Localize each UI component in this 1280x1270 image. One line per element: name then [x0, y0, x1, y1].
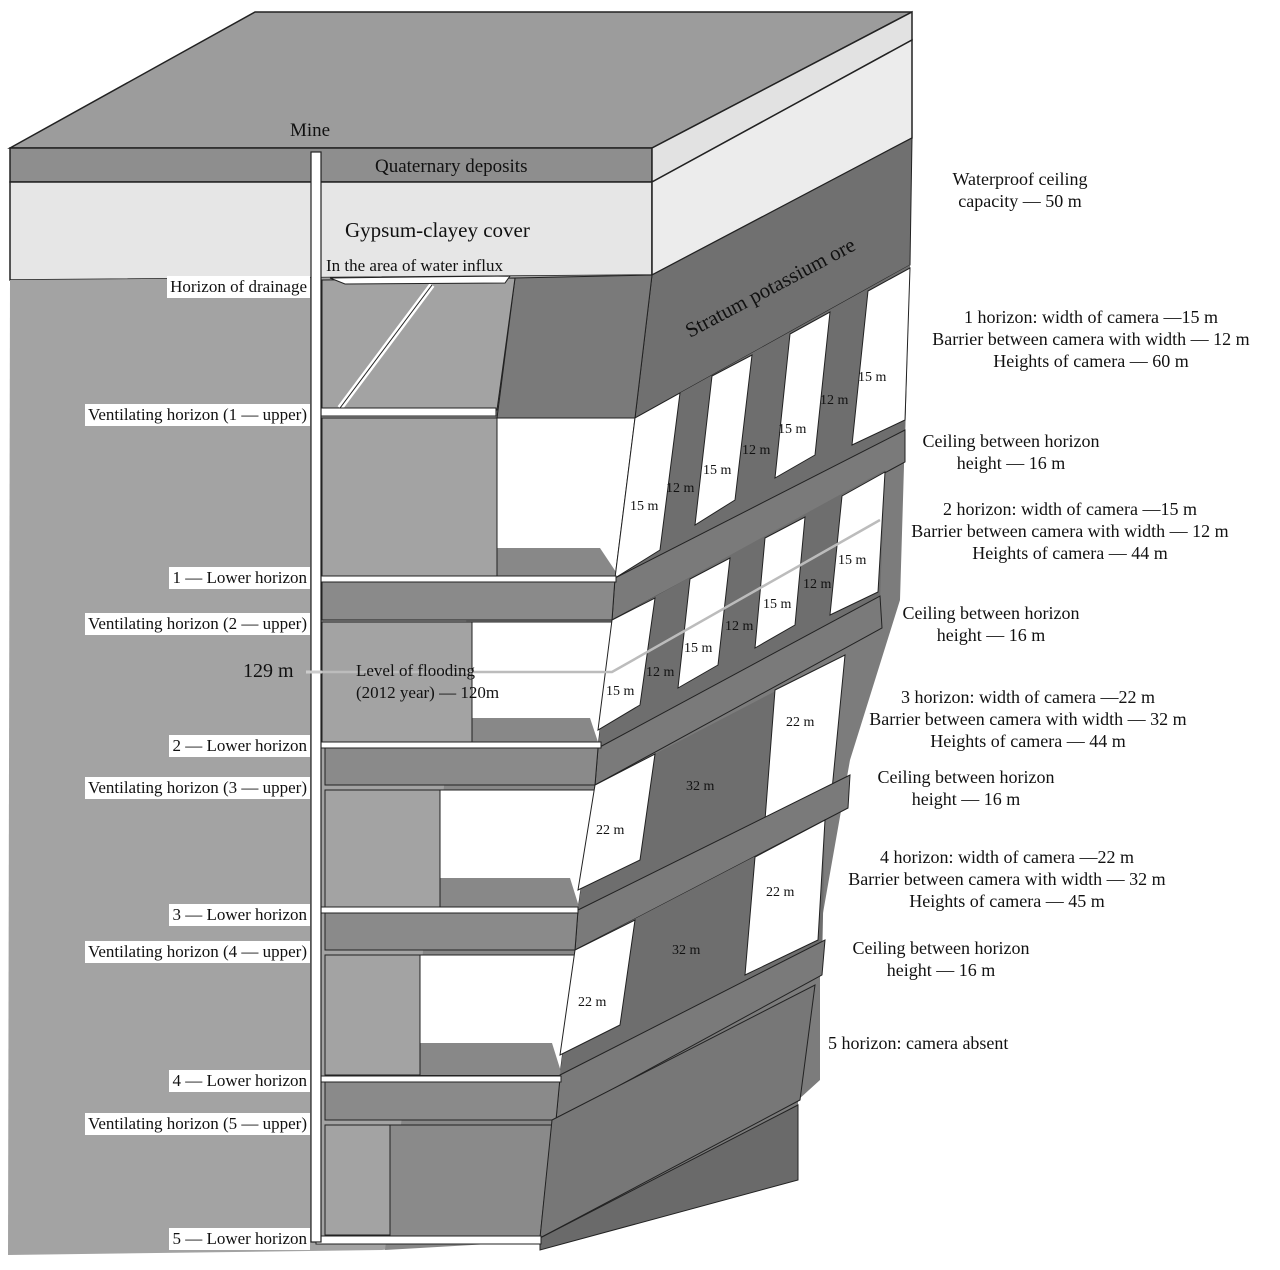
waterproof-line-2: capacity — 50 m — [958, 191, 1082, 211]
h3-dim-3: 22 m — [596, 823, 625, 838]
ceiling3-label: Ceiling between horizon height — 16 m — [860, 766, 1072, 810]
h1-dim-1: 15 m — [858, 370, 887, 385]
h4-dims: 22 m 32 m 22 m — [578, 885, 795, 1010]
left-label-lower-2: 2 — Lower horizon — [169, 735, 310, 757]
flooding-level-line — [322, 518, 881, 674]
drainage-gallery — [329, 275, 511, 285]
h4-info-line-2: Barrier between camera with width — 32 m — [848, 869, 1166, 889]
h2-dim-1: 15 m — [838, 553, 867, 568]
h2-dim-5: 15 m — [684, 641, 713, 656]
h1-lower-front-slab — [321, 577, 616, 621]
h5-info-label: 5 horizon: camera absent — [828, 1032, 1008, 1054]
h1-dim-3: 15 m — [778, 422, 807, 437]
h2-info-line-2: Barrier between camera with width — 12 m — [911, 521, 1229, 541]
ceiling1-line-1: Ceiling between horizon — [922, 431, 1100, 451]
left-label-lower-1: 1 — Lower horizon — [169, 567, 310, 589]
h3-dims: 22 m 32 m 22 m — [596, 715, 815, 838]
ceiling2-line-1: Ceiling between horizon — [902, 603, 1080, 623]
h4-info-label: 4 horizon: width of camera —22 m Barrier… — [822, 846, 1192, 912]
h2-lower-front-slab — [324, 747, 599, 786]
h4-chambers — [559, 819, 826, 1056]
water-influx-label: In the area of water influx — [326, 256, 503, 275]
ceiling2-line-2: height — 16 m — [936, 625, 1046, 645]
h2-dim-7: 15 m — [606, 684, 635, 699]
left-label-lower-3: 3 — Lower horizon — [169, 904, 310, 926]
ceiling1-label: Ceiling between horizon height — 16 m — [905, 430, 1117, 474]
h3-dim-2: 32 m — [686, 779, 715, 794]
mine-label: Mine — [290, 120, 331, 141]
waterproof-ceiling-label: Waterproof ceiling capacity — 50 m — [915, 168, 1125, 212]
h2-info-line-3: Heights of camera — 44 m — [972, 543, 1168, 563]
waterproof-ceiling-front — [496, 274, 653, 419]
h4-info-line-3: Heights of camera — 45 m — [909, 891, 1105, 911]
h4-info-line-1: 4 horizon: width of camera —22 m — [880, 847, 1134, 867]
h4-chamber-front-floor — [408, 1043, 562, 1075]
left-label-vent-4: Ventilating horizon (4 — upper) — [84, 941, 310, 963]
h1-chamber-front-floor — [477, 548, 620, 578]
h5-info-line-1: 5 horizon: camera absent — [828, 1033, 1009, 1053]
h2-dim-6: 12 m — [646, 665, 675, 680]
h4-lower-front-slab — [324, 1077, 561, 1121]
ceiling3-line-1: Ceiling between horizon — [877, 767, 1055, 787]
h1-dim-2: 12 m — [820, 393, 849, 408]
h1-dims: 15 m 12 m 15 m 12 m 15 m 12 m 15 m — [630, 370, 887, 514]
h3-info-line-1: 3 horizon: width of camera —22 m — [901, 687, 1155, 707]
depth-129-label: 129 m — [243, 660, 294, 682]
h2-side-bg — [598, 470, 885, 748]
h2-dim-2: 12 m — [803, 577, 832, 592]
h1-info-line-2: Barrier between camera with width — 12 m — [932, 329, 1250, 349]
h4-dim-1: 22 m — [766, 885, 795, 900]
ceiling2-label: Ceiling between horizon height — 16 m — [885, 602, 1097, 646]
inclined-tunnel-outline — [339, 284, 433, 409]
h2-chamber-front-floor — [455, 718, 600, 748]
h2-dims: 15 m 12 m 15 m 12 m 15 m 12 m 15 m — [606, 553, 867, 699]
quaternary-front — [9, 147, 653, 183]
h2-dim-3: 15 m — [763, 597, 792, 612]
left-label-vent-1: Ventilating horizon (1 — upper) — [84, 404, 310, 426]
h3-info-label: 3 horizon: width of camera —22 m Barrier… — [843, 686, 1213, 752]
left-label-drainage: Horizon of drainage — [167, 276, 310, 298]
h2-info-line-1: 2 horizon: width of camera —15 m — [943, 499, 1197, 519]
h3-info-line-2: Barrier between camera with width — 32 m — [869, 709, 1187, 729]
left-label-vent-3: Ventilating horizon (3 — upper) — [84, 777, 310, 799]
ceiling1-line-2: height — 16 m — [956, 453, 1066, 473]
waterproof-line-1: Waterproof ceiling — [952, 169, 1088, 189]
h3-lower-front-slab — [324, 909, 579, 951]
left-label-lower-5: 5 — Lower horizon — [169, 1228, 310, 1250]
h5-side — [539, 984, 816, 1239]
left-label-lower-4: 4 — Lower horizon — [169, 1070, 310, 1092]
left-label-vent-2: Ventilating horizon (2 — upper) — [84, 613, 310, 635]
flooding-label-2: (2012 year) — 120m — [356, 683, 500, 702]
left-horizon-blocks — [321, 417, 498, 1236]
h1-info-label: 1 horizon: width of camera —15 m Barrier… — [906, 306, 1276, 372]
h1-side-bg — [615, 265, 910, 578]
h2-chambers — [597, 471, 886, 731]
flooding-label-1: Level of flooding — [356, 661, 475, 680]
h2-dim-4: 12 m — [725, 619, 754, 634]
mine-shaft — [310, 151, 322, 1243]
h1-dim-5: 15 m — [703, 463, 732, 478]
h1-info-line-3: Heights of camera — 60 m — [993, 351, 1189, 371]
h1-dim-6: 12 m — [666, 481, 695, 496]
h1-dim-7: 15 m — [630, 499, 659, 514]
ceiling4-line-2: height — 16 m — [886, 960, 996, 980]
h1-chambers — [614, 267, 911, 579]
left-label-vent-5: Ventilating horizon (5 — upper) — [84, 1113, 310, 1135]
ceiling4-line-1: Ceiling between horizon — [852, 938, 1030, 958]
ceiling4-label: Ceiling between horizon height — 16 m — [835, 937, 1047, 981]
h3-chamber-front-floor — [425, 878, 580, 910]
h5-lower-slab — [539, 1104, 799, 1251]
h3-info-line-3: Heights of camera — 44 m — [930, 731, 1126, 751]
gypsum-label: Gypsum-clayey cover — [345, 218, 530, 242]
quaternary-label: Quaternary deposits — [375, 156, 528, 177]
h2-info-label: 2 horizon: width of camera —15 m Barrier… — [885, 498, 1255, 564]
h4-dim-2: 32 m — [672, 943, 701, 958]
h1-dim-4: 12 m — [742, 443, 771, 458]
h4-dim-3: 22 m — [578, 995, 607, 1010]
h1-info-line-1: 1 horizon: width of camera —15 m — [964, 307, 1218, 327]
h3-chambers — [577, 654, 846, 891]
h3-dim-1: 22 m — [786, 715, 815, 730]
ceiling3-line-2: height — 16 m — [911, 789, 1021, 809]
